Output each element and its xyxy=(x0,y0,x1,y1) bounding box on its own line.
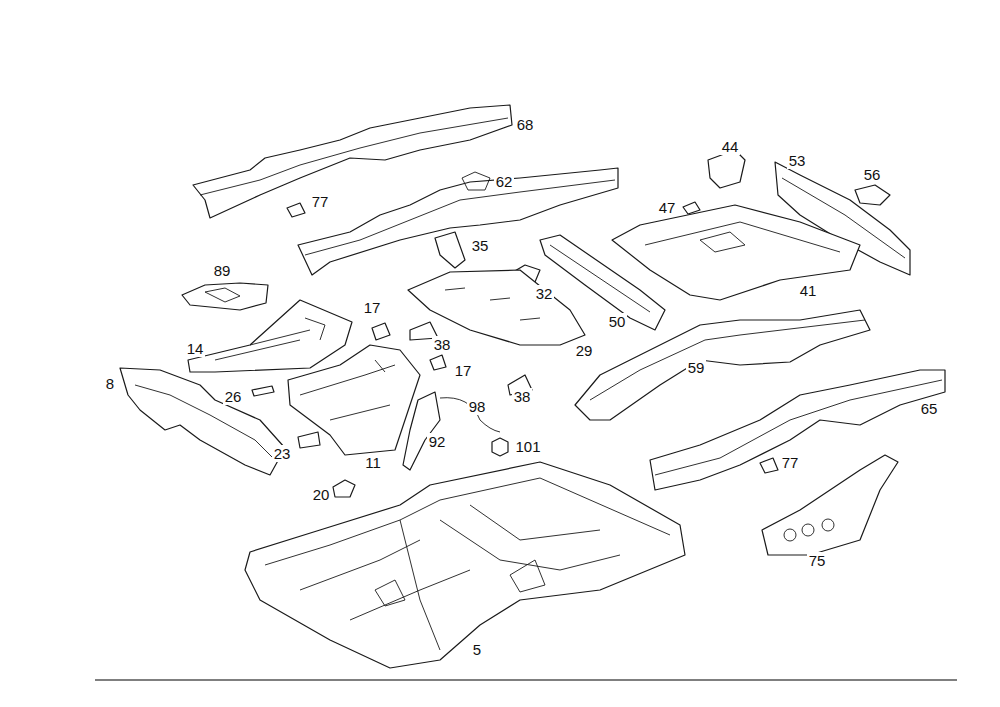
trunk-floor xyxy=(612,205,860,300)
callout-number: 23 xyxy=(272,445,293,462)
nut xyxy=(492,438,508,456)
callout-number: 17 xyxy=(362,299,383,316)
floor-panel xyxy=(288,345,420,455)
bracket xyxy=(430,355,446,370)
callout-number: 68 xyxy=(515,116,536,133)
panel xyxy=(182,283,268,310)
callout-number: 5 xyxy=(471,641,483,658)
callout-number: 38 xyxy=(512,388,533,405)
bracket xyxy=(298,432,320,448)
bracket xyxy=(855,185,890,205)
callout-number: 98 xyxy=(467,398,488,415)
callout-number: 41 xyxy=(798,282,819,299)
callout-number: 44 xyxy=(720,138,741,155)
callout-number: 29 xyxy=(574,342,595,359)
callout-number: 53 xyxy=(787,152,808,169)
wheel-arch-rail xyxy=(650,370,945,490)
callout-number: 56 xyxy=(862,166,883,183)
callout-number: 14 xyxy=(185,340,206,357)
longitudinal-member xyxy=(540,235,665,330)
callout-number: 77 xyxy=(780,454,801,471)
bracket xyxy=(760,458,778,473)
bracket xyxy=(708,150,745,188)
callout-number: 75 xyxy=(807,552,828,569)
cable xyxy=(440,398,500,432)
callout-number: 77 xyxy=(310,193,331,210)
callout-number: 38 xyxy=(432,336,453,353)
callout-number: 65 xyxy=(919,400,940,417)
tunnel-plate xyxy=(408,270,585,345)
callout-number: 101 xyxy=(513,438,542,455)
callout-number: 17 xyxy=(453,362,474,379)
callout-number: 20 xyxy=(311,486,332,503)
callout-number: 26 xyxy=(223,388,244,405)
callout-number: 59 xyxy=(686,359,707,376)
callout-number: 32 xyxy=(534,285,555,302)
bracket xyxy=(333,480,355,497)
rule-line xyxy=(95,679,957,680)
clip xyxy=(683,202,700,214)
callout-number: 35 xyxy=(470,237,491,254)
bracket xyxy=(252,386,274,396)
floor-panel xyxy=(188,300,352,372)
pillar xyxy=(403,392,440,470)
callout-number: 62 xyxy=(494,173,515,190)
callout-number: 92 xyxy=(427,433,448,450)
callout-number: 47 xyxy=(657,199,678,216)
callout-number: 89 xyxy=(212,262,233,279)
callout-number: 11 xyxy=(363,454,383,471)
callout-number: 8 xyxy=(104,375,116,392)
bracket xyxy=(435,232,465,268)
crossmember xyxy=(120,368,285,475)
callout-number: 50 xyxy=(607,313,628,330)
floor-assembly xyxy=(245,462,685,668)
bracket xyxy=(287,203,305,217)
bracket xyxy=(372,323,390,340)
